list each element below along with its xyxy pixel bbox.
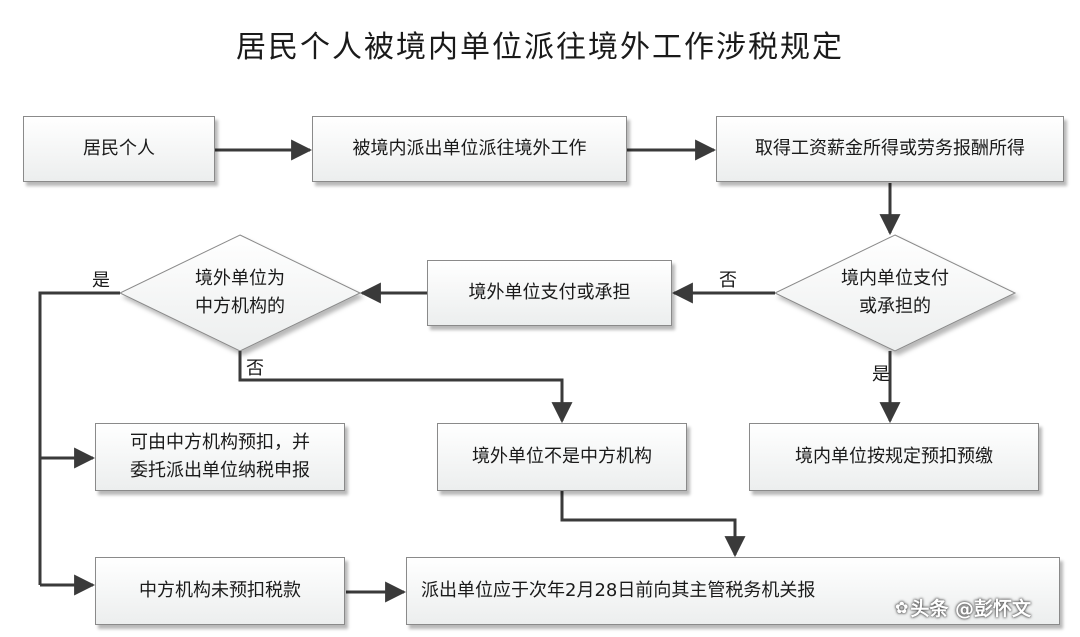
- diagram-title: 居民个人被境内单位派往境外工作涉税规定: [236, 30, 844, 65]
- node-foreign-pays: 境外单位支付或承担: [427, 260, 672, 326]
- edge-label-no-foreign: 否: [246, 358, 264, 379]
- node-resident: 居民个人: [23, 116, 215, 182]
- decision-domestic-pays-line2: 或承担的: [859, 296, 931, 317]
- watermark-logo-icon: ✿: [895, 597, 909, 617]
- decision-foreign-is-china-line1: 境外单位为: [195, 268, 285, 289]
- decision-domestic-pays-shape: [773, 234, 1017, 352]
- edge-label-yes-domestic: 是: [872, 364, 890, 385]
- decision-domestic-pays: 境内单位支付 或承担的: [815, 262, 975, 324]
- node-declare: 派出单位应于次年2月28日前向其主管税务机关报: [406, 557, 1060, 625]
- decision-foreign-is-china-line2: 中方机构的: [195, 296, 285, 317]
- node-china-withholds-line2: 委托派出单位纳税申报: [130, 460, 310, 481]
- arrow-not-china-declare: [560, 491, 746, 558]
- node-income: 取得工资薪金所得或劳务报酬所得: [716, 116, 1064, 182]
- arrow-decision-not-china: [238, 351, 573, 424]
- edge-label-no-domestic: 否: [719, 270, 737, 291]
- watermark: ✿ 头条 @彭怀文: [895, 587, 1075, 627]
- node-dispatched: 被境内派出单位派往境外工作: [312, 116, 627, 182]
- node-china-withholds: 可由中方机构预扣，并 委托派出单位纳税申报: [95, 423, 345, 491]
- node-china-not-withheld: 中方机构未预扣税款: [95, 557, 345, 625]
- node-foreign-not-china: 境外单位不是中方机构: [437, 423, 687, 491]
- arrow-yes-trunk: [38, 291, 120, 585]
- decision-foreign-is-china: 境外单位为 中方机构的: [160, 262, 320, 324]
- node-china-withholds-line1: 可由中方机构预扣，并: [130, 432, 310, 453]
- watermark-text: 头条 @彭怀文: [910, 597, 1032, 620]
- node-domestic-withholds: 境内单位按规定预扣预缴: [749, 423, 1039, 491]
- decision-domestic-pays-line1: 境内单位支付: [841, 268, 949, 289]
- edge-label-yes-foreign: 是: [92, 270, 110, 291]
